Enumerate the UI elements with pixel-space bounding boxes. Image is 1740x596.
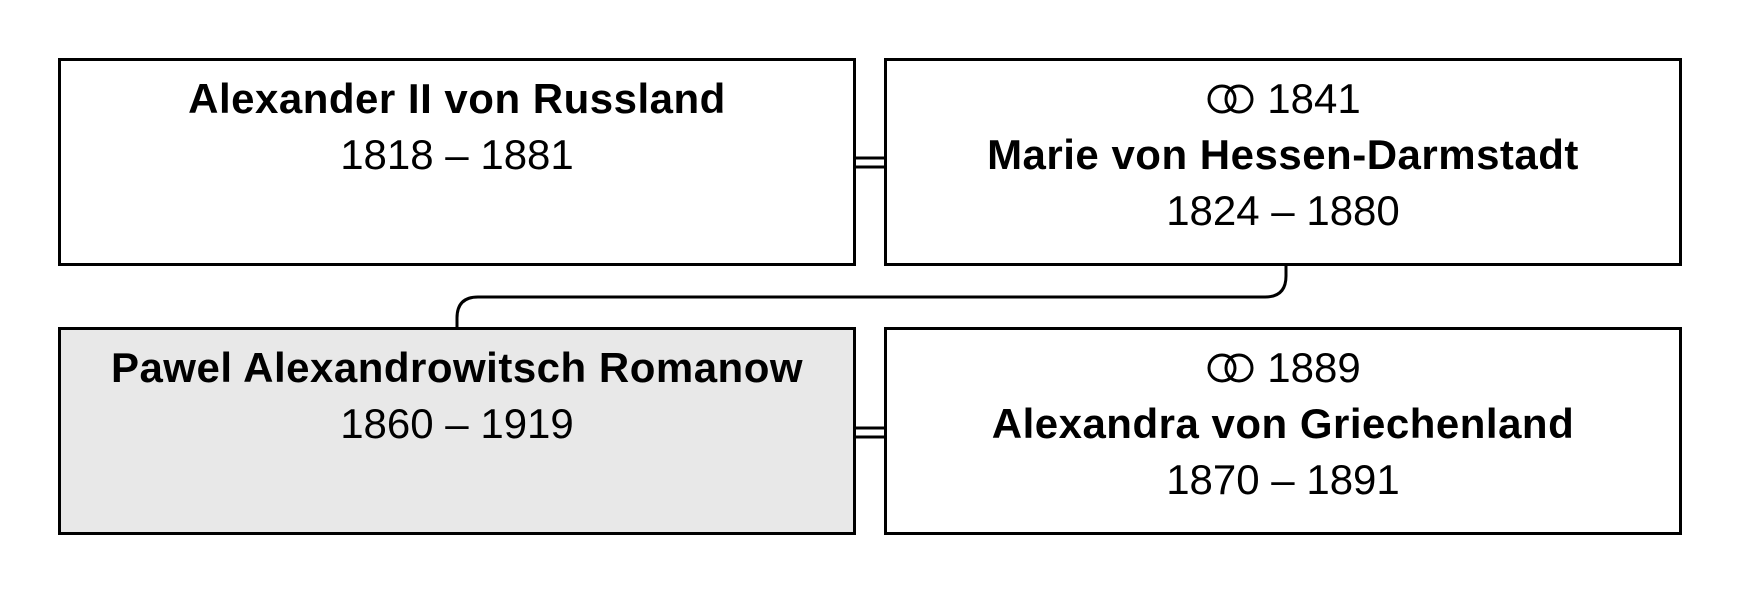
interlocking-rings-icon — [1207, 84, 1254, 114]
parent-child-link — [455, 266, 1288, 327]
person-card-pawel[interactable]: Pawel Alexandrowitsch Romanow 1860 – 191… — [58, 327, 856, 535]
marriage-info: 1841 — [1205, 71, 1361, 127]
person-dates: 1860 – 1919 — [340, 400, 574, 447]
person-dates: 1824 – 1880 — [1166, 187, 1400, 234]
person-card-marie[interactable]: 1841 Marie von Hessen-Darmstadt 1824 – 1… — [884, 58, 1682, 266]
marriage-info: 1889 — [1205, 340, 1361, 396]
interlocking-rings-icon — [1207, 353, 1254, 383]
person-name: Marie von Hessen-Darmstadt — [987, 131, 1579, 178]
marriage-year: 1889 — [1267, 344, 1361, 391]
person-dates: 1870 – 1891 — [1166, 456, 1400, 503]
person-dates: 1818 – 1881 — [340, 131, 574, 178]
person-card-alexandra[interactable]: 1889 Alexandra von Griechenland 1870 – 1… — [884, 327, 1682, 535]
marriage-year: 1841 — [1267, 75, 1361, 122]
person-name: Alexander II von Russland — [188, 75, 726, 122]
person-card-alexander[interactable]: Alexander II von Russland 1818 – 1881 — [58, 58, 856, 266]
person-name: Pawel Alexandrowitsch Romanow — [110, 344, 804, 391]
person-name: Alexandra von Griechenland — [991, 400, 1575, 447]
